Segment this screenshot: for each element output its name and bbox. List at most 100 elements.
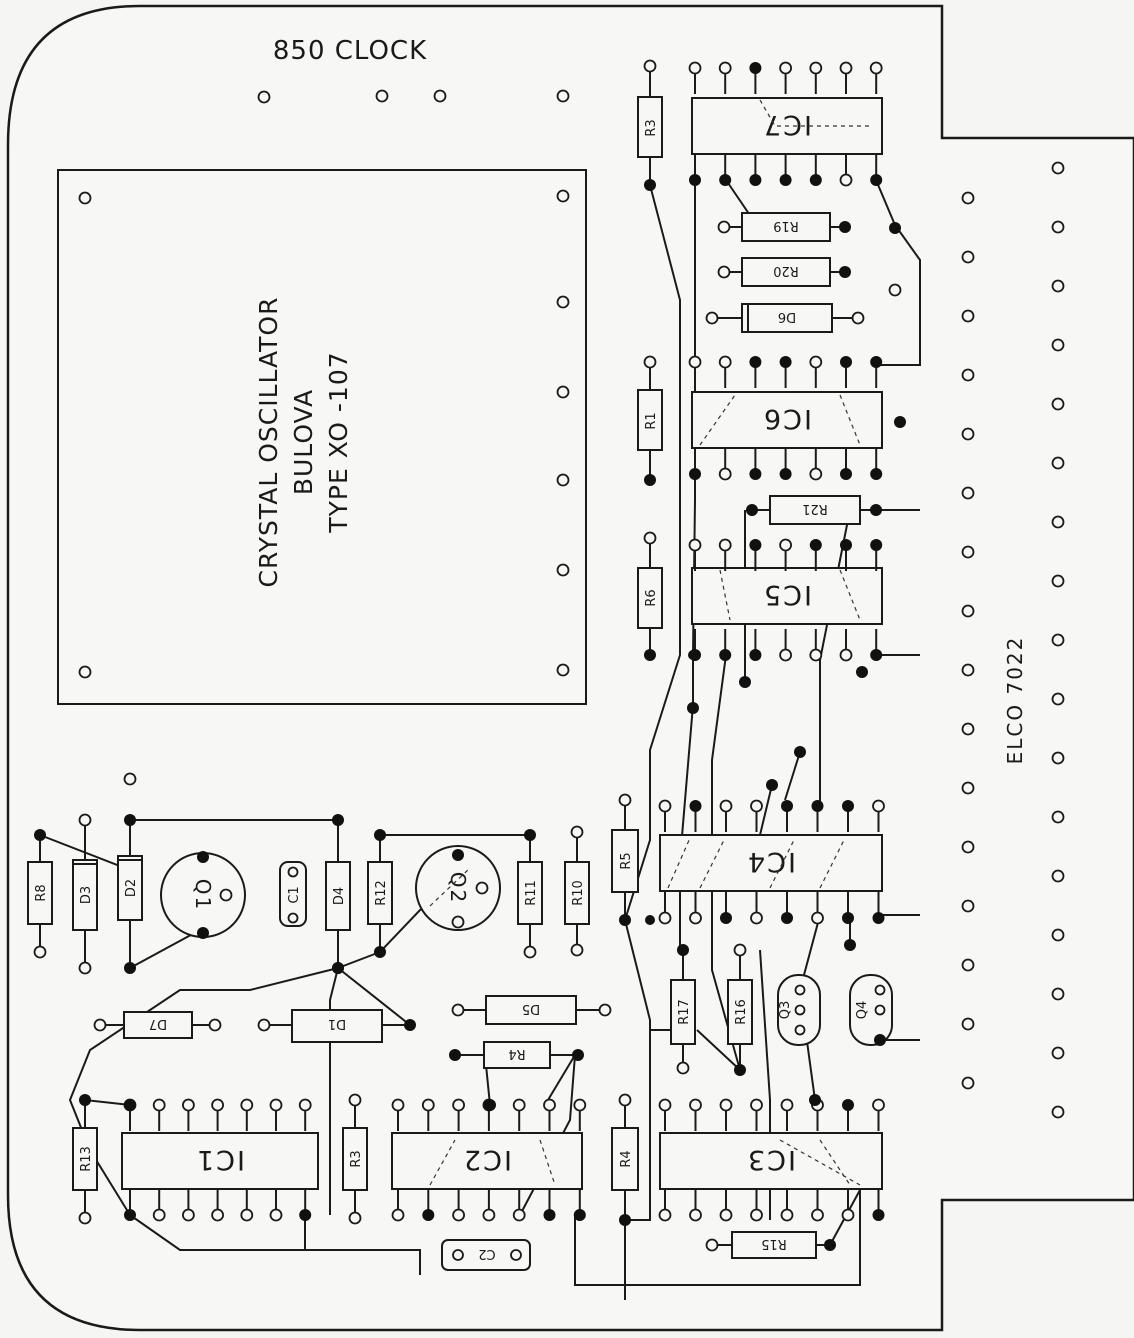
- transistor-q3: Q3: [777, 974, 821, 1046]
- svg-text:R4: R4: [619, 1150, 634, 1167]
- ic-pin-pad: [658, 911, 672, 925]
- ic-pin-pad: [779, 356, 792, 368]
- ic3-body: [659, 1132, 883, 1190]
- ic-pin-pad: [211, 1208, 225, 1222]
- connector-contact-inner: [961, 250, 975, 264]
- transistor-q1: Q1: [160, 851, 246, 939]
- resistor-r21: R21: [746, 495, 882, 525]
- connector-contact-outer: [1051, 338, 1065, 352]
- connector-contact-outer: [1051, 810, 1065, 824]
- ic-pin-pad: [482, 1208, 496, 1222]
- ic-pin-pad: [809, 355, 823, 369]
- svg-text:R3: R3: [644, 119, 659, 136]
- resistor-r3-bottom: R3: [342, 1093, 368, 1225]
- ic-pin-pad: [749, 62, 762, 74]
- ic-pin-pad: [658, 1208, 672, 1222]
- connector-contact-inner: [961, 899, 975, 913]
- ic-pin-pad: [421, 1098, 435, 1112]
- ic-pin-pad: [809, 174, 822, 186]
- diode-d6: D6: [705, 303, 865, 333]
- connector-contact-outer: [1051, 161, 1065, 175]
- connector-contact-outer: [1051, 397, 1065, 411]
- svg-text:R12: R12: [374, 880, 389, 906]
- ic-pin-pad: [780, 1208, 794, 1222]
- ic-pin-pad: [840, 539, 852, 551]
- svg-text:D7: D7: [149, 1016, 167, 1031]
- svg-text:R16: R16: [734, 999, 749, 1025]
- svg-text:R10: R10: [571, 880, 586, 906]
- ic-pin-pad: [779, 648, 792, 662]
- ic-pin-pad: [391, 1098, 405, 1112]
- connector-contact-inner: [961, 368, 975, 382]
- ic-pin-pad: [841, 1208, 855, 1222]
- ic-pin-pad: [689, 468, 701, 480]
- ic-pin-pad: [840, 468, 852, 480]
- svg-text:R8: R8: [34, 884, 49, 901]
- ic-pin-pad: [719, 1208, 733, 1222]
- ic-pin-pad: [298, 1098, 312, 1112]
- svg-text:R19: R19: [773, 218, 799, 233]
- ic-pin-pad: [839, 648, 853, 662]
- ic-pin-pad: [750, 1098, 763, 1112]
- ic1-body: [121, 1132, 319, 1190]
- capacitor-c2: C2: [441, 1239, 531, 1271]
- ic-pin-pad: [750, 911, 763, 925]
- ic-pin-pad: [870, 468, 883, 480]
- ic-pin-pad: [809, 648, 823, 662]
- svg-text:R21: R21: [802, 501, 828, 516]
- svg-text:R15: R15: [761, 1236, 787, 1251]
- ic-pin-pad: [269, 1098, 283, 1112]
- diode-d4: D4: [325, 814, 351, 974]
- resistor-r10: R10: [564, 825, 590, 957]
- ic-pin-pad: [391, 1208, 405, 1222]
- ic-pin-pad: [719, 174, 732, 186]
- svg-text:D5: D5: [522, 1001, 540, 1016]
- ic-pin-pad: [543, 1098, 556, 1112]
- connector-contact-inner: [961, 604, 975, 618]
- ic-pin-pad: [809, 539, 822, 551]
- test-point-hole: [888, 283, 902, 297]
- connector-contact-inner: [961, 840, 975, 854]
- svg-text:R4: R4: [508, 1046, 525, 1061]
- ic-pin-pad: [718, 61, 732, 75]
- connector-contact-outer: [1051, 987, 1065, 1001]
- connector-contact-inner: [961, 486, 975, 500]
- diode-d2: D2: [117, 814, 143, 974]
- ic-pin-pad: [781, 800, 793, 812]
- ic-pin-pad: [181, 1208, 195, 1222]
- connector-contact-outer: [1051, 456, 1065, 470]
- ic-pin-pad: [840, 356, 852, 368]
- ic-pin-pad: [688, 61, 702, 75]
- ic-pin-pad: [689, 800, 702, 812]
- connector-contact-outer: [1051, 928, 1065, 942]
- ic-pin-pads: [123, 61, 885, 1222]
- resistor-r4-left: R4: [449, 1041, 584, 1069]
- ic-pin-pad: [749, 174, 762, 186]
- ic2-body: [391, 1132, 583, 1190]
- ic-pin-pad: [839, 61, 853, 75]
- svg-text:D6: D6: [778, 309, 796, 324]
- ic-pin-pad: [543, 1209, 556, 1221]
- ic-pin-pad: [689, 1098, 702, 1112]
- ic-pin-pad: [779, 538, 792, 552]
- svg-text:R13: R13: [79, 1146, 94, 1172]
- ic-pin-pad: [781, 912, 793, 924]
- ic-pin-pad: [181, 1098, 195, 1112]
- ic3-label: IC3: [746, 1144, 796, 1175]
- ic-pin-pad: [689, 1208, 702, 1222]
- ic-pin-pad: [779, 61, 792, 75]
- ic-pin-pad: [870, 539, 883, 551]
- oscillator-label-line3: TYPE XO -107: [324, 351, 353, 533]
- connector-contact-inner: [961, 427, 975, 441]
- capacitor-c1: C1: [279, 861, 307, 927]
- connector-contact-inner: [961, 1076, 975, 1090]
- connector-contact-outer: [1051, 279, 1065, 293]
- ic-pin-pad: [689, 174, 701, 186]
- svg-text:R3: R3: [349, 1150, 364, 1167]
- ic1-label: IC1: [195, 1144, 245, 1175]
- svg-text:Q3: Q3: [778, 1001, 793, 1020]
- svg-text:D3: D3: [79, 886, 94, 904]
- misc-pads: [124, 222, 906, 1111]
- connector-contact-outer: [1051, 633, 1065, 647]
